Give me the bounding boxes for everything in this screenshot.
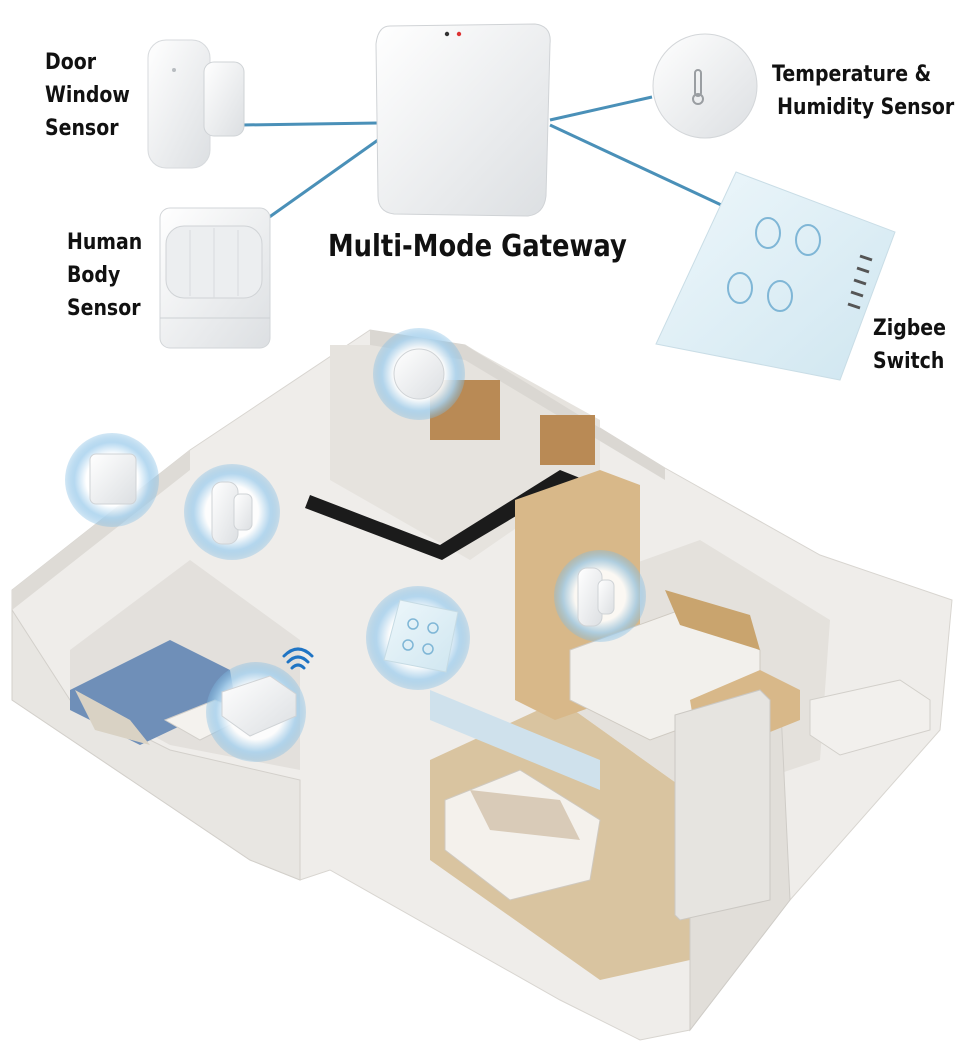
label-line: Switch xyxy=(873,349,945,374)
zigbee-switch-icon xyxy=(655,171,896,381)
label-line: Zigbee xyxy=(873,316,946,341)
door-window-sensor-icon xyxy=(147,39,245,169)
gateway-icon xyxy=(375,23,551,217)
label-line: Humidity Sensor xyxy=(777,95,955,120)
label-line: Body xyxy=(67,263,121,288)
label-line: Door xyxy=(45,50,97,75)
house-floor-plan xyxy=(11,329,953,1041)
label-line: Window xyxy=(45,83,130,108)
halo-human-body-sensor xyxy=(65,433,159,527)
human-body-sensor-icon xyxy=(159,207,271,349)
label-line: Human xyxy=(67,230,143,255)
halo-temperature-humidity-sensor xyxy=(373,328,465,420)
label-line: Sensor xyxy=(45,116,119,141)
label-door-window-sensor: Door Window Sensor xyxy=(45,46,130,145)
label-gateway: Multi-Mode Gateway xyxy=(328,229,627,264)
label-line: Temperature & xyxy=(772,62,932,87)
temperature-humidity-sensor-icon xyxy=(652,33,758,139)
connector-lines xyxy=(241,95,733,220)
label-zigbee-switch: Zigbee Switch xyxy=(873,312,946,378)
label-line: Sensor xyxy=(67,296,141,321)
halo-gateway xyxy=(206,662,306,762)
halo-door-window-sensor-left xyxy=(184,464,280,560)
label-human-body-sensor: Human Body Sensor xyxy=(67,226,142,325)
wifi-icon xyxy=(282,647,314,670)
halo-zigbee-switch xyxy=(366,586,470,690)
label-temperature-humidity-sensor: Temperature & Humidity Sensor xyxy=(772,58,954,124)
halo-door-window-sensor-right xyxy=(554,550,646,642)
